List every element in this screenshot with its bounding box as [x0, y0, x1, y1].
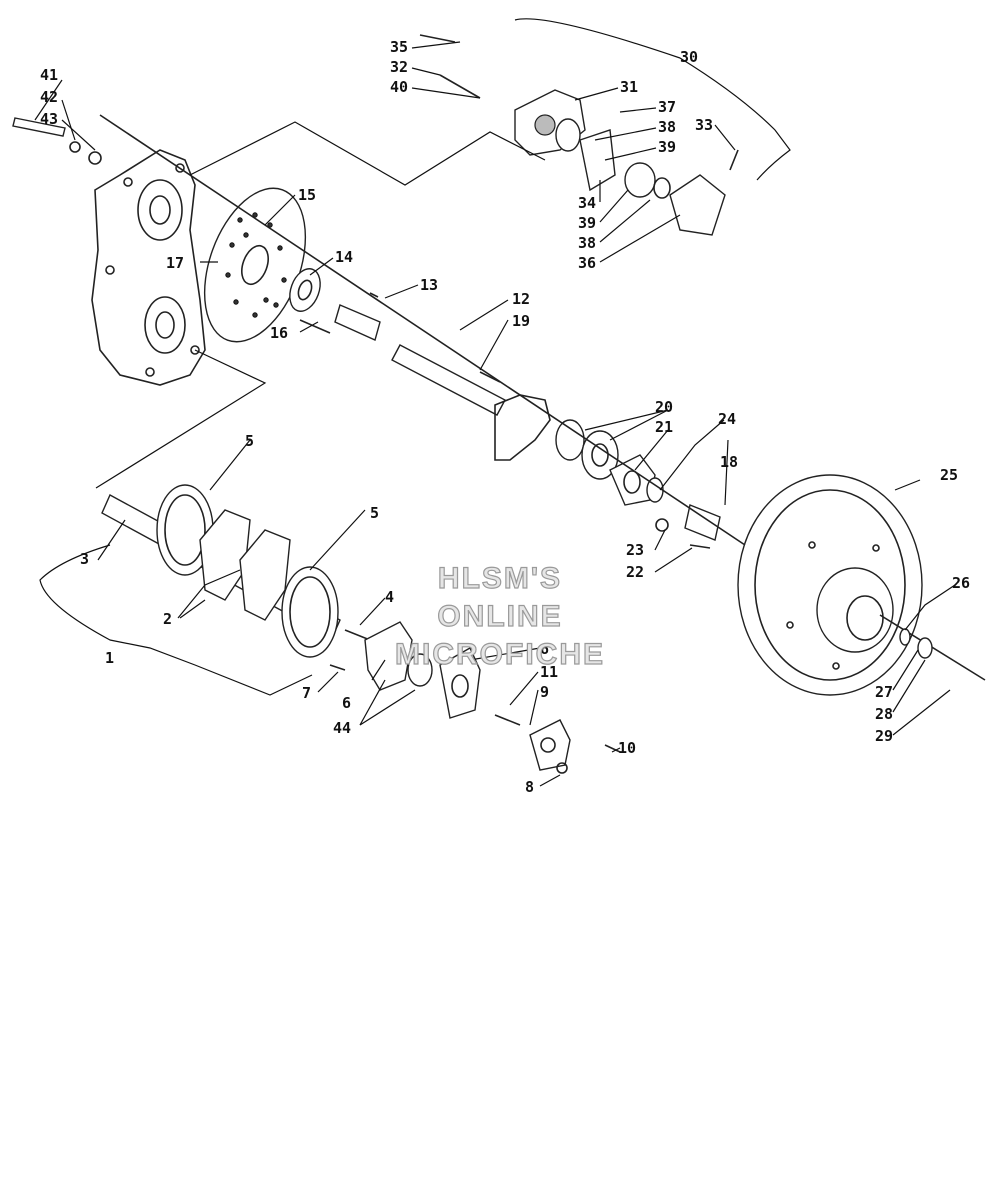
callout-38a: 38 [658, 118, 676, 136]
callout-8: 8 [525, 778, 534, 796]
callout-21: 21 [655, 418, 673, 436]
callout-44: 44 [333, 719, 351, 737]
callout-6a: 6 [342, 694, 351, 712]
callout-labels: 41 42 43 15 14 13 12 19 17 16 35 32 40 3… [40, 38, 970, 796]
callout-18: 18 [720, 453, 738, 471]
callout-9: 9 [540, 683, 549, 701]
callout-19: 19 [512, 312, 530, 330]
callout-39a: 39 [658, 138, 676, 156]
driven-pulley [737, 474, 986, 696]
callout-16: 16 [270, 324, 288, 342]
callout-17: 17 [166, 254, 184, 272]
callout-23: 23 [626, 541, 644, 559]
callout-20: 20 [655, 398, 673, 416]
callout-30: 30 [680, 48, 698, 66]
axle-centerline [99, 114, 746, 546]
callout-33: 33 [695, 116, 713, 134]
callout-36: 36 [578, 254, 596, 272]
leader-lines [34, 18, 956, 787]
brake-caliper-assembly [419, 34, 739, 236]
callout-38b: 38 [578, 234, 596, 252]
callout-11: 11 [540, 663, 558, 681]
callout-35: 35 [390, 38, 408, 56]
callout-37: 37 [658, 98, 676, 116]
brake-hub [289, 268, 321, 312]
callout-34: 34 [578, 194, 596, 212]
callout-29: 29 [875, 727, 893, 745]
watermark-line-2: ONLINE [437, 600, 562, 633]
callout-28: 28 [875, 705, 893, 723]
callout-5a: 5 [245, 432, 254, 450]
track-drive-assembly [101, 484, 371, 658]
chaincase-housing [91, 149, 206, 386]
callout-7: 7 [302, 684, 311, 702]
washers [899, 628, 933, 659]
callout-43: 43 [40, 110, 58, 128]
bolt-41 [12, 117, 66, 137]
washer-43 [88, 151, 102, 165]
callout-25: 25 [940, 466, 958, 484]
watermark-line-3: MICROFICHE [395, 638, 605, 671]
washer-42 [69, 141, 81, 153]
callout-2: 2 [163, 610, 172, 628]
callout-39b: 39 [578, 214, 596, 232]
callout-42: 42 [40, 88, 58, 106]
bearing-housing [494, 394, 721, 549]
watermark: HLSM'S ONLINE MICROFICHE [394, 561, 605, 671]
callout-5b: 5 [370, 504, 379, 522]
bearing-flange-assembly [329, 621, 621, 774]
drive-shaft [334, 292, 506, 416]
callout-12: 12 [512, 290, 530, 308]
callout-6b: 6 [540, 640, 549, 658]
watermark-line-1: HLSM'S [438, 562, 562, 595]
brake-disc [203, 187, 307, 343]
callout-24: 24 [718, 410, 736, 428]
callout-14: 14 [335, 248, 353, 266]
callout-40: 40 [390, 78, 408, 96]
callout-3: 3 [80, 550, 89, 568]
callout-26: 26 [952, 574, 970, 592]
callout-13: 13 [420, 276, 438, 294]
callout-22: 22 [626, 563, 644, 581]
bolt-16 [299, 319, 331, 334]
callout-10: 10 [618, 739, 636, 757]
callout-41: 41 [40, 66, 58, 84]
callout-1: 1 [105, 649, 114, 667]
callout-32: 32 [390, 58, 408, 76]
callout-4: 4 [385, 588, 394, 606]
callout-31: 31 [620, 78, 638, 96]
callout-15: 15 [298, 186, 316, 204]
callout-27: 27 [875, 683, 893, 701]
